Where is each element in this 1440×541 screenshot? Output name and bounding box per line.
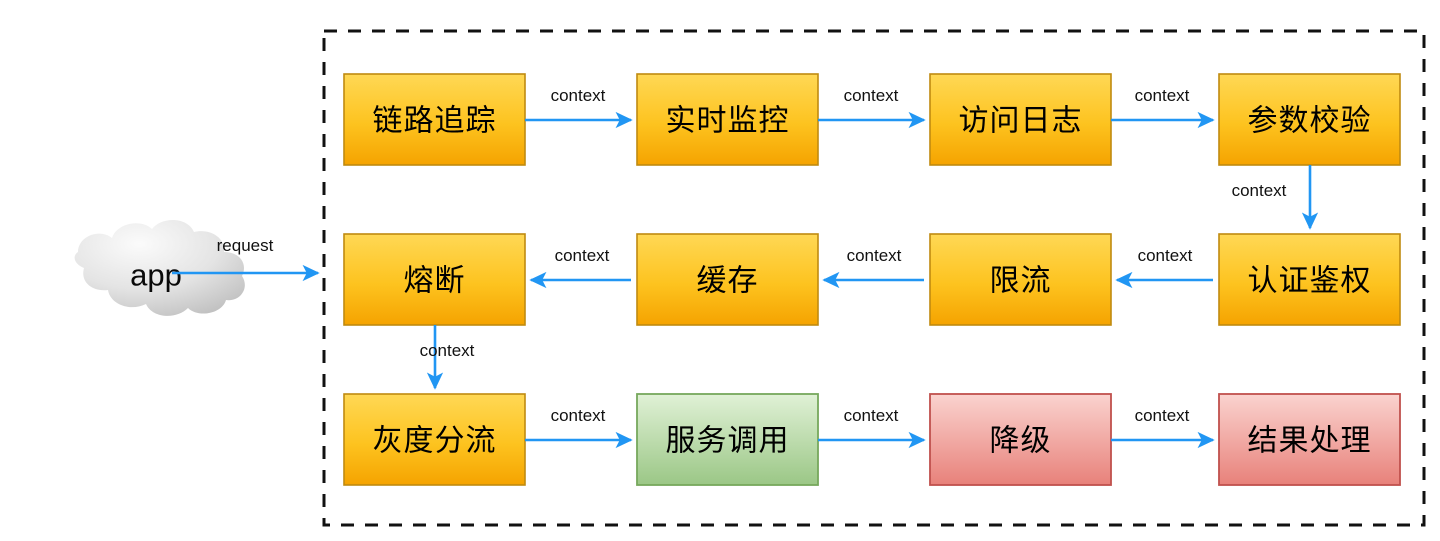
node-box[interactable] bbox=[1218, 233, 1401, 326]
node-label: 降级 bbox=[990, 424, 1052, 459]
edge-n2-to-n3: context bbox=[818, 86, 926, 129]
node-label: 灰度分流 bbox=[373, 424, 497, 459]
node-n9[interactable]: 灰度分流 bbox=[343, 393, 526, 486]
edge-n7-to-n8: context bbox=[529, 246, 631, 289]
edge-label-context: context bbox=[551, 86, 606, 105]
source-cloud-app: app bbox=[74, 219, 245, 316]
node-box[interactable] bbox=[343, 73, 526, 166]
edge-label-request: request bbox=[217, 236, 274, 255]
edge-n11-to-n12: context bbox=[1111, 406, 1215, 449]
edge-label-context: context bbox=[1135, 86, 1190, 105]
edge-app-to-n1: request bbox=[172, 236, 320, 282]
node-label: 缓存 bbox=[697, 264, 759, 299]
node-label: 熔断 bbox=[404, 264, 466, 299]
node-n10[interactable]: 服务调用 bbox=[636, 393, 819, 486]
node-label: 认证鉴权 bbox=[1248, 264, 1372, 299]
cloud-shape bbox=[74, 219, 245, 316]
node-box[interactable] bbox=[929, 73, 1112, 166]
cloud-label: app bbox=[130, 258, 182, 293]
node-n4[interactable]: 参数校验 bbox=[1218, 73, 1401, 166]
edge-n9-to-n10: context bbox=[525, 406, 633, 449]
node-box[interactable] bbox=[1218, 393, 1401, 486]
edge-label-context: context bbox=[844, 406, 899, 425]
edge-n1-to-n2: context bbox=[525, 86, 633, 129]
edge-n3-to-n4: context bbox=[1111, 86, 1215, 129]
node-box[interactable] bbox=[636, 73, 819, 166]
gateway-boundary bbox=[322, 29, 1426, 527]
edge-n4-to-n5: context bbox=[1232, 165, 1319, 230]
node-n6[interactable]: 限流 bbox=[929, 233, 1112, 326]
node-label: 服务调用 bbox=[666, 424, 790, 459]
node-n7[interactable]: 缓存 bbox=[636, 233, 819, 326]
node-label: 结果处理 bbox=[1248, 424, 1372, 459]
node-box[interactable] bbox=[636, 393, 819, 486]
node-box[interactable] bbox=[343, 233, 526, 326]
node-box[interactable] bbox=[1218, 73, 1401, 166]
node-box[interactable] bbox=[343, 393, 526, 486]
node-n11[interactable]: 降级 bbox=[929, 393, 1112, 486]
edge-label-context: context bbox=[551, 406, 606, 425]
node-n8[interactable]: 熔断 bbox=[343, 233, 526, 326]
node-label: 参数校验 bbox=[1248, 104, 1372, 139]
node-box[interactable] bbox=[636, 233, 819, 326]
edge-label-context: context bbox=[844, 86, 899, 105]
edge-n8-to-n9: context bbox=[420, 325, 475, 390]
edge-label-context: context bbox=[847, 246, 902, 265]
node-n3[interactable]: 访问日志 bbox=[929, 73, 1112, 166]
edge-label-context: context bbox=[1135, 406, 1190, 425]
edge-n6-to-n7: context bbox=[822, 246, 924, 289]
node-label: 链路追踪 bbox=[373, 104, 497, 139]
node-n1[interactable]: 链路追踪 bbox=[343, 73, 526, 166]
node-n5[interactable]: 认证鉴权 bbox=[1218, 233, 1401, 326]
node-box[interactable] bbox=[929, 233, 1112, 326]
node-n2[interactable]: 实时监控 bbox=[636, 73, 819, 166]
node-box[interactable] bbox=[929, 393, 1112, 486]
edge-label-context: context bbox=[1138, 246, 1193, 265]
edge-label-context: context bbox=[1232, 181, 1287, 200]
node-n12[interactable]: 结果处理 bbox=[1218, 393, 1401, 486]
edge-n5-to-n6: context bbox=[1115, 246, 1213, 289]
node-label: 限流 bbox=[990, 264, 1052, 299]
edge-n10-to-n11: context bbox=[818, 406, 926, 449]
edge-label-context: context bbox=[555, 246, 610, 265]
edge-label-context: context bbox=[420, 341, 475, 360]
node-label: 实时监控 bbox=[666, 104, 790, 139]
node-label: 访问日志 bbox=[959, 104, 1083, 139]
